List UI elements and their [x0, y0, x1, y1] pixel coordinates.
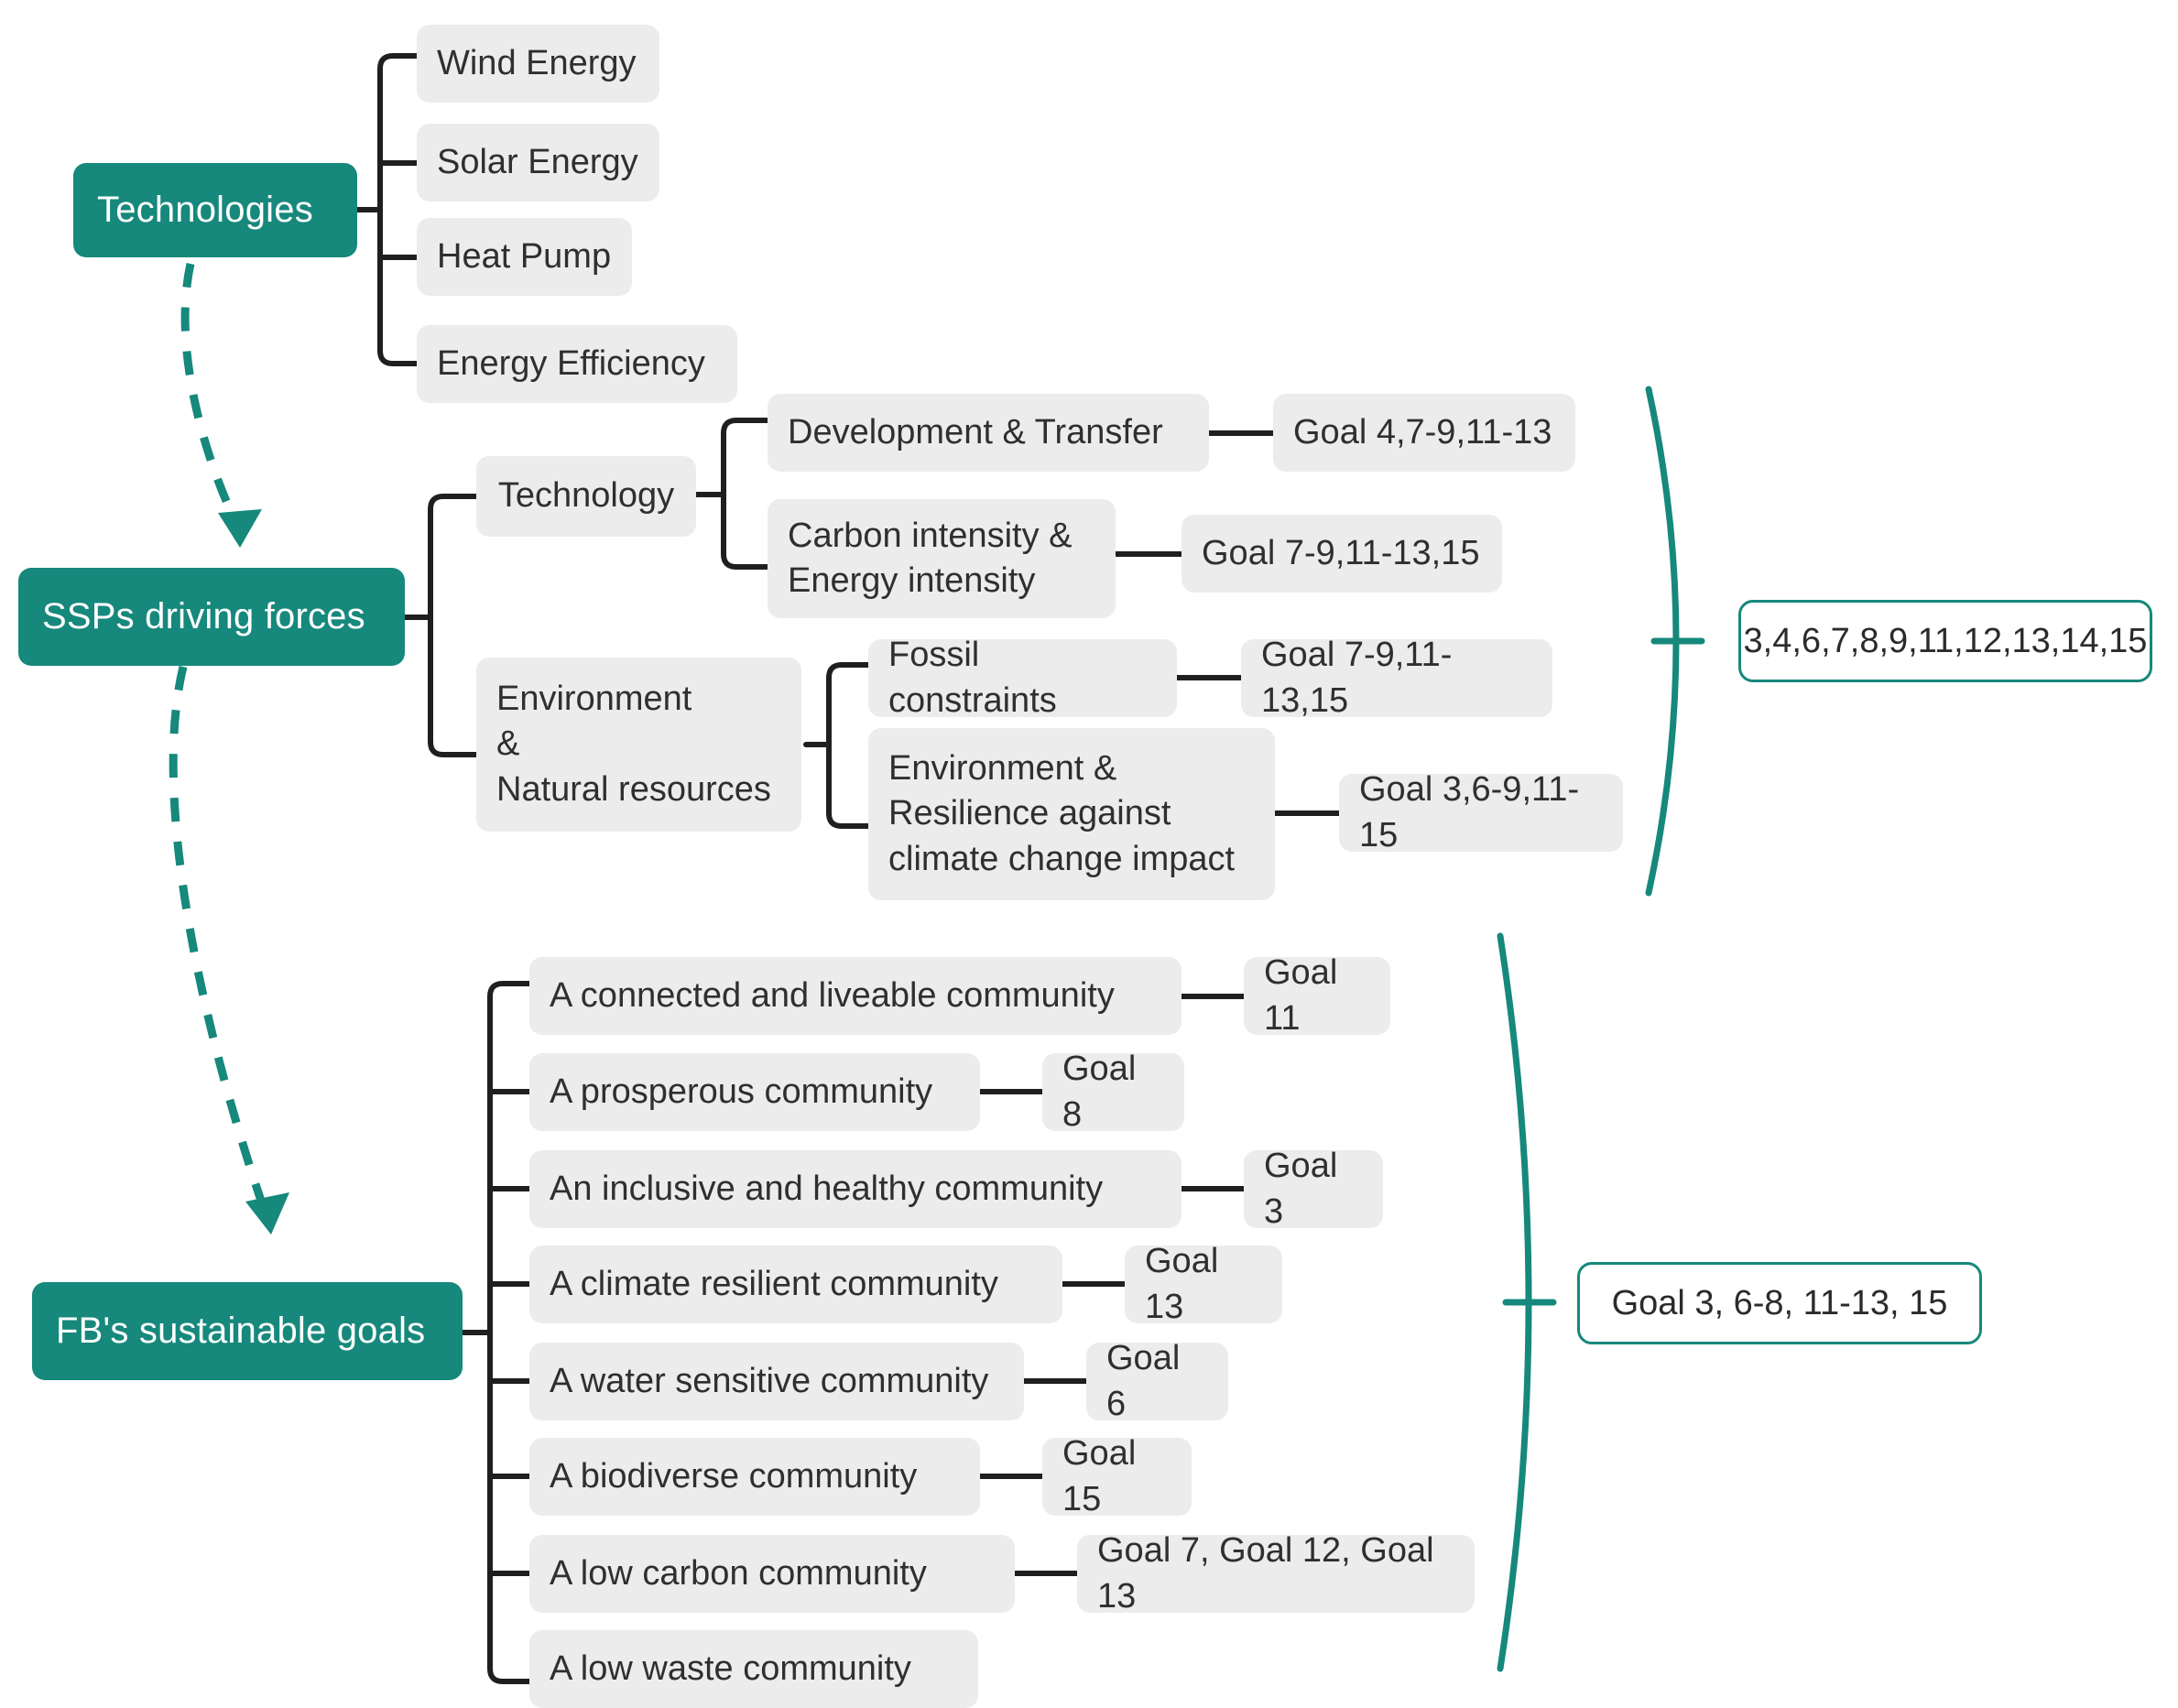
goal-environment-resilience[interactable]: Goal 3,6-9,11-15	[1339, 770, 1623, 854]
node-label: Solar Energy	[437, 142, 638, 181]
node-label: Development & Transfer	[788, 412, 1163, 451]
goal-label: Goal 15	[1062, 1434, 1137, 1518]
goal-development-transfer[interactable]: Goal 4,7-9,11-13	[1273, 394, 1575, 472]
node-label: Wind Energy	[437, 43, 637, 82]
goal-low-carbon[interactable]: Goal 7, Goal 12, Goal 13	[1077, 1531, 1475, 1616]
fb-goal-prosperous[interactable]: A prosperous community	[529, 1053, 980, 1131]
root-label: FB's sustainable goals	[56, 1311, 426, 1351]
goal-prosperous[interactable]: Goal 8	[1042, 1050, 1184, 1134]
node-label: Environment & Natural resources	[496, 679, 771, 809]
fb-goal-inclusive-healthy[interactable]: An inclusive and healthy community	[529, 1150, 1182, 1228]
root-node-fb-sustainable-goals[interactable]: FB's sustainable goals	[32, 1282, 463, 1380]
node-label: Environment & Resilience against climate…	[888, 748, 1236, 878]
goal-label: Goal 7-9,11-13,15	[1261, 636, 1453, 720]
ssp-leaf-carbon-energy-intensity[interactable]: Carbon intensity & Energy intensity	[768, 499, 1116, 618]
root-label: Technologies	[97, 190, 313, 230]
ssp-branch-environment-natural-resources[interactable]: Environment & Natural resources	[476, 658, 801, 832]
goal-fossil-constraints[interactable]: Goal 7-9,11-13,15	[1241, 636, 1552, 720]
node-label: A low waste community	[550, 1648, 911, 1688]
goal-label: Goal 3,6-9,11-15	[1359, 770, 1580, 854]
root-label: SSPs driving forces	[42, 596, 365, 636]
node-label: Carbon intensity & Energy intensity	[788, 516, 1073, 600]
goal-label: Goal 11	[1264, 953, 1338, 1038]
goal-biodiverse[interactable]: Goal 15	[1042, 1434, 1192, 1518]
fb-goal-biodiverse[interactable]: A biodiverse community	[529, 1438, 980, 1516]
goal-label: Goal 13	[1145, 1242, 1219, 1326]
goal-inclusive-healthy[interactable]: Goal 3	[1244, 1147, 1383, 1231]
node-label: A water sensitive community	[550, 1361, 989, 1400]
ssp-leaf-development-transfer[interactable]: Development & Transfer	[768, 394, 1209, 472]
summary-label: Goal 3, 6-8, 11-13, 15	[1611, 1283, 1948, 1322]
node-label: Heat Pump	[437, 236, 612, 276]
fb-goal-low-carbon[interactable]: A low carbon community	[529, 1535, 1015, 1613]
node-label: Energy Efficiency	[437, 343, 705, 383]
goal-carbon-energy-intensity[interactable]: Goal 7-9,11-13,15	[1182, 515, 1502, 593]
node-label: Technology	[497, 476, 675, 516]
goal-label: Goal 6	[1106, 1339, 1181, 1423]
node-label: An inclusive and healthy community	[550, 1169, 1104, 1208]
ssp-leaf-environment-resilience[interactable]: Environment & Resilience against climate…	[868, 728, 1275, 900]
node-label: Fossil constraints	[888, 636, 1057, 720]
goal-label: Goal 7-9,11-13,15	[1202, 533, 1480, 572]
node-label: A climate resilient community	[550, 1264, 998, 1303]
tech-child-heat-pump[interactable]: Heat Pump	[417, 218, 632, 296]
root-node-ssps-driving-forces[interactable]: SSPs driving forces	[18, 568, 405, 666]
goal-climate-resilient[interactable]: Goal 13	[1125, 1242, 1282, 1326]
ssp-leaf-fossil-constraints[interactable]: Fossil constraints	[868, 636, 1177, 720]
fb-goal-water-sensitive[interactable]: A water sensitive community	[529, 1343, 1024, 1420]
goal-label: Goal 8	[1062, 1050, 1137, 1134]
summary-label: 3,4,6,7,8,9,11,12,13,14,15	[1743, 621, 2148, 660]
goal-label: Goal 3	[1264, 1147, 1338, 1231]
ssp-goal-summary[interactable]: 3,4,6,7,8,9,11,12,13,14,15	[1738, 600, 2152, 682]
fb-goal-summary[interactable]: Goal 3, 6-8, 11-13, 15	[1577, 1262, 1982, 1344]
tech-child-wind-energy[interactable]: Wind Energy	[417, 25, 659, 103]
tech-child-energy-efficiency[interactable]: Energy Efficiency	[417, 325, 737, 403]
goal-connected-liveable[interactable]: Goal 11	[1244, 953, 1390, 1038]
node-label: A connected and liveable community	[550, 975, 1115, 1015]
goal-label: Goal 4,7-9,11-13	[1293, 412, 1552, 451]
fb-goal-climate-resilient[interactable]: A climate resilient community	[529, 1246, 1062, 1323]
node-label: A low carbon community	[550, 1553, 927, 1593]
node-label: A biodiverse community	[550, 1456, 918, 1496]
ssp-branch-technology[interactable]: Technology	[476, 456, 696, 537]
goal-label: Goal 7, Goal 12, Goal 13	[1097, 1531, 1434, 1616]
fb-goal-low-waste[interactable]: A low waste community	[529, 1630, 978, 1708]
node-label: A prosperous community	[550, 1072, 933, 1111]
fb-goal-connected-liveable[interactable]: A connected and liveable community	[529, 957, 1182, 1035]
tech-child-solar-energy[interactable]: Solar Energy	[417, 124, 659, 201]
goal-water-sensitive[interactable]: Goal 6	[1086, 1339, 1228, 1423]
root-node-technologies[interactable]: Technologies	[73, 163, 357, 257]
